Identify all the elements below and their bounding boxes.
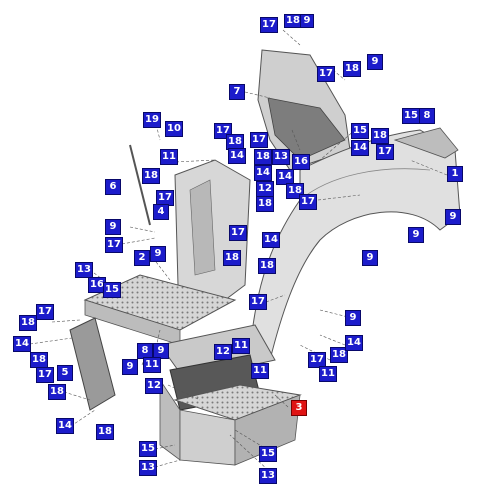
callout-17[interactable]: 17: [308, 352, 326, 368]
callout-17[interactable]: 17: [376, 144, 394, 160]
callout-9[interactable]: 9: [105, 219, 121, 235]
callout-19[interactable]: 19: [143, 112, 161, 128]
callout-18[interactable]: 18: [142, 168, 160, 184]
callout-4[interactable]: 4: [153, 204, 169, 220]
callout-11[interactable]: 11: [251, 363, 269, 379]
lower-step: [159, 324, 302, 466]
callout-6[interactable]: 6: [105, 179, 121, 195]
callout-14[interactable]: 14: [56, 418, 74, 434]
callout-18[interactable]: 18: [223, 250, 241, 266]
callout-17[interactable]: 17: [229, 225, 247, 241]
callout-17[interactable]: 17: [250, 132, 268, 148]
callout-11[interactable]: 11: [232, 338, 250, 354]
callout-18[interactable]: 18: [330, 347, 348, 363]
callout-17[interactable]: 17: [249, 294, 267, 310]
callout-18[interactable]: 18: [254, 149, 272, 165]
callout-2[interactable]: 2: [134, 250, 150, 266]
callout-14[interactable]: 14: [262, 232, 280, 248]
callout-9[interactable]: 9: [345, 310, 361, 326]
callout-18[interactable]: 18: [19, 315, 37, 331]
callout-13[interactable]: 13: [259, 468, 277, 484]
callout-9[interactable]: 9: [122, 359, 138, 375]
callout-8[interactable]: 8: [419, 108, 435, 124]
callout-17[interactable]: 17: [36, 367, 54, 383]
callout-18[interactable]: 18: [258, 258, 276, 274]
callout-18[interactable]: 18: [30, 352, 48, 368]
callout-7[interactable]: 7: [229, 84, 245, 100]
callout-9[interactable]: 9: [150, 246, 166, 262]
callout-18[interactable]: 18: [48, 384, 66, 400]
callout-17[interactable]: 17: [260, 17, 278, 33]
callout-9[interactable]: 9: [362, 250, 378, 266]
callout-5[interactable]: 5: [57, 365, 73, 381]
callout-9[interactable]: 9: [300, 14, 314, 28]
callout-12[interactable]: 12: [214, 344, 232, 360]
callout-11[interactable]: 11: [143, 357, 161, 373]
callout-15[interactable]: 15: [103, 282, 121, 298]
callout-18[interactable]: 18: [343, 61, 361, 77]
callout-14[interactable]: 14: [228, 148, 246, 164]
callout-15[interactable]: 15: [351, 123, 369, 139]
callout-14[interactable]: 14: [276, 169, 294, 185]
callout-13[interactable]: 13: [272, 149, 290, 165]
callout-13[interactable]: 13: [75, 262, 93, 278]
callout-15[interactable]: 15: [259, 446, 277, 462]
side-bracket: [69, 317, 116, 411]
callout-11[interactable]: 11: [160, 149, 178, 165]
callout-14[interactable]: 14: [13, 336, 31, 352]
callout-16[interactable]: 16: [292, 154, 310, 170]
callout-11[interactable]: 11: [319, 366, 337, 382]
callout-12[interactable]: 12: [145, 378, 163, 394]
callout-13[interactable]: 13: [139, 460, 157, 476]
callout-9[interactable]: 9: [153, 343, 169, 359]
callout-15[interactable]: 15: [402, 108, 420, 124]
callout-17[interactable]: 17: [317, 66, 335, 82]
callout-17[interactable]: 17: [299, 194, 317, 210]
callout-9[interactable]: 9: [408, 227, 424, 243]
callout-18[interactable]: 18: [96, 424, 114, 440]
callout-18[interactable]: 18: [371, 128, 389, 144]
callout-15[interactable]: 15: [139, 441, 157, 457]
support-rod: [129, 144, 151, 226]
callout-9[interactable]: 9: [367, 54, 383, 70]
callout-12[interactable]: 12: [256, 181, 274, 197]
upper-mud-flap: [257, 49, 351, 171]
callout-14[interactable]: 14: [345, 335, 363, 351]
callout-18[interactable]: 18: [256, 196, 274, 212]
callout-1[interactable]: 1: [447, 166, 463, 182]
callout-14[interactable]: 14: [254, 165, 272, 181]
callout-17[interactable]: 17: [36, 304, 54, 320]
callout-9[interactable]: 9: [445, 209, 461, 225]
callout-3-highlighted[interactable]: 3: [291, 400, 307, 416]
callout-17[interactable]: 17: [105, 237, 123, 253]
callout-10[interactable]: 10: [165, 121, 183, 137]
callout-14[interactable]: 14: [351, 140, 369, 156]
